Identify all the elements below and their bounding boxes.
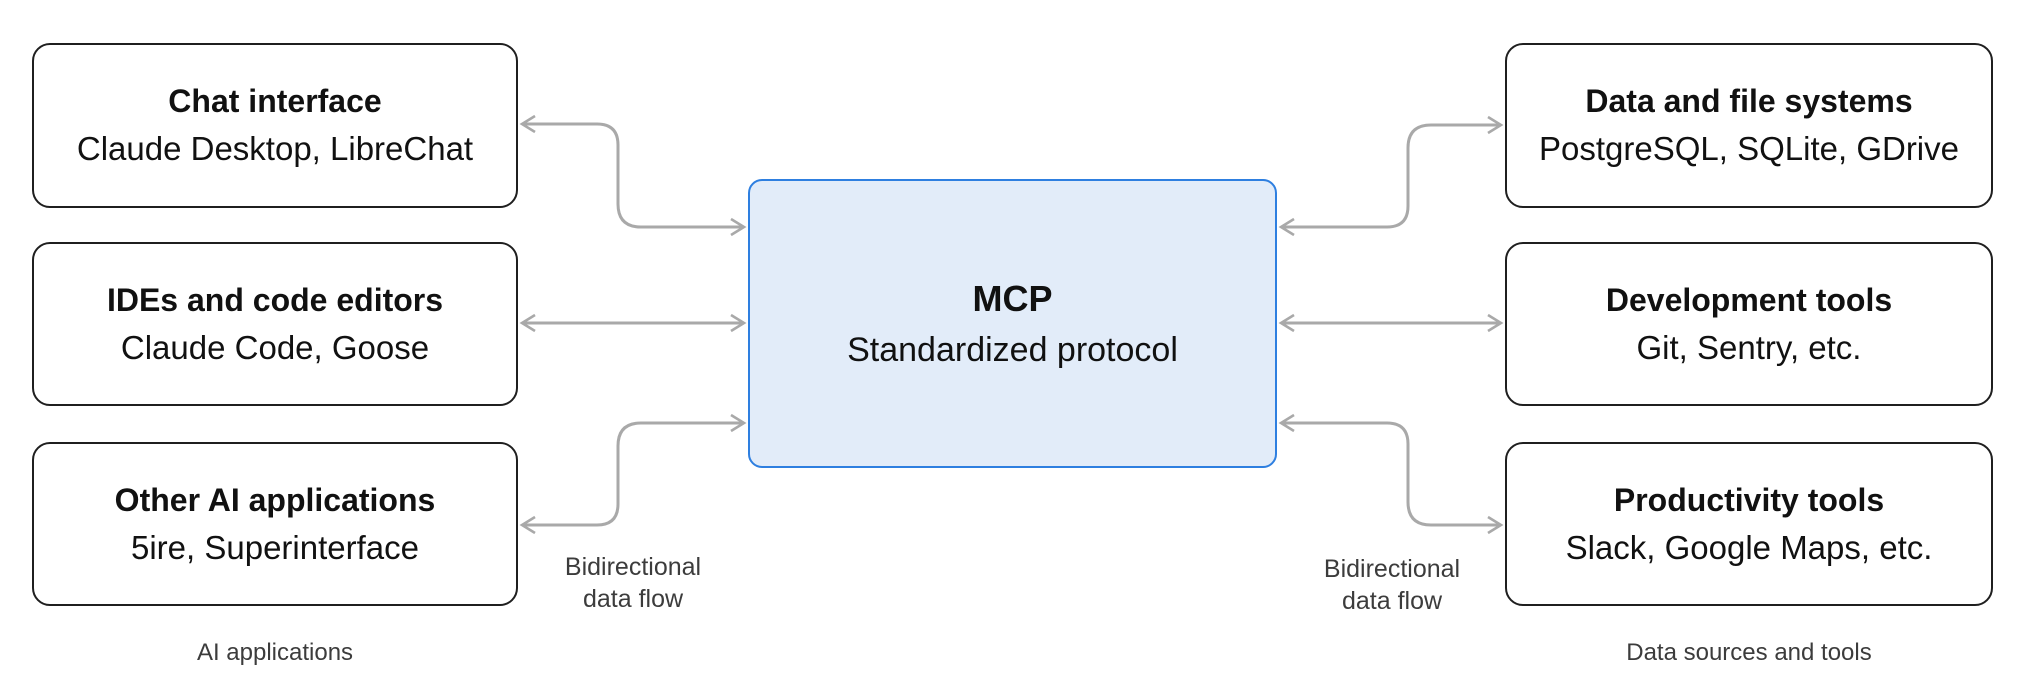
node-title: MCP bbox=[972, 277, 1053, 319]
node-productivity-tools: Productivity tools Slack, Google Maps, e… bbox=[1505, 442, 1993, 606]
caption-data-sources-tools: Data sources and tools bbox=[1626, 639, 1872, 666]
node-ides-code-editors: IDEs and code editors Claude Code, Goose bbox=[32, 242, 518, 406]
node-subtitle: PostgreSQL, SQLite, GDrive bbox=[1539, 130, 1959, 167]
arrow-right-bottom bbox=[1278, 413, 1504, 535]
node-subtitle: Claude Desktop, LibreChat bbox=[76, 130, 474, 167]
arrow-left-top bbox=[519, 114, 747, 237]
node-title: Other AI applications bbox=[114, 481, 436, 518]
node-title: Productivity tools bbox=[1613, 481, 1885, 518]
node-title: IDEs and code editors bbox=[106, 281, 444, 318]
node-chat-interface: Chat interface Claude Desktop, LibreChat bbox=[32, 43, 518, 208]
bidirectional-label-right: Bidirectional data flow bbox=[1324, 553, 1460, 617]
node-development-tools: Development tools Git, Sentry, etc. bbox=[1505, 242, 1993, 406]
bidirectional-label-line1: Bidirectional bbox=[1323, 555, 1461, 583]
bidirectional-label-left: Bidirectional data flow bbox=[565, 551, 701, 615]
node-subtitle: 5ire, Superinterface bbox=[131, 528, 419, 566]
node-title: Chat interface bbox=[168, 83, 382, 119]
node-subtitle: Slack, Google Maps, etc. bbox=[1565, 528, 1933, 566]
node-subtitle: Git, Sentry, etc. bbox=[1636, 328, 1862, 366]
caption-ai-applications: AI applications bbox=[196, 639, 354, 666]
node-data-file-systems: Data and file systems PostgreSQL, SQLite… bbox=[1505, 43, 1993, 208]
bidirectional-label-line2: data flow bbox=[582, 585, 684, 613]
node-subtitle: Standardized protocol bbox=[847, 330, 1178, 369]
node-subtitle: Claude Code, Goose bbox=[120, 328, 430, 366]
bidirectional-label-line1: Bidirectional bbox=[564, 553, 702, 581]
bidirectional-label-line2: data flow bbox=[1341, 587, 1443, 615]
node-mcp: MCP Standardized protocol bbox=[748, 179, 1277, 468]
arrow-left-bottom bbox=[519, 413, 747, 535]
node-title: Development tools bbox=[1605, 281, 1893, 318]
node-title: Data and file systems bbox=[1585, 83, 1913, 119]
arrow-right-top bbox=[1278, 115, 1504, 237]
node-other-ai-applications: Other AI applications 5ire, Superinterfa… bbox=[32, 442, 518, 606]
